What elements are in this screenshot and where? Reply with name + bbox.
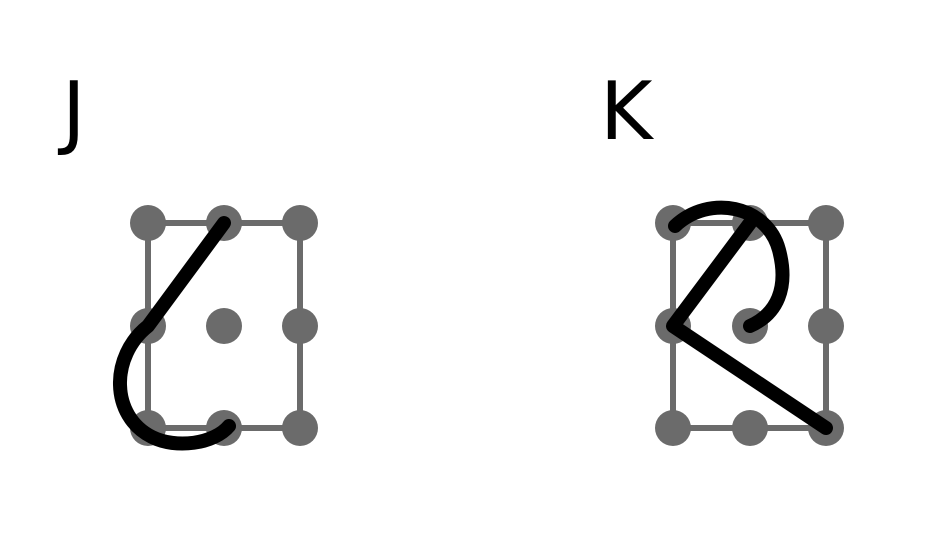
panel-label: K [600,65,653,158]
glyph-stroke-j [113,216,236,451]
grid-dot [732,410,768,446]
grid-dot [282,205,318,241]
grid-dot [130,205,166,241]
glyph-diagram-j [113,205,318,451]
glyph-stroke-k [666,200,833,435]
glyph-diagram-k [655,200,844,446]
grid-dot [808,205,844,241]
glyph-panel-k: K [464,0,928,537]
grid-dots [130,205,318,446]
grid-dot [282,308,318,344]
glyph-panel-j: J [0,0,464,537]
grid-dot [655,410,691,446]
grid-dot [282,410,318,446]
panel-label: J [62,65,86,158]
grid-dot [808,308,844,344]
grid-dot [206,308,242,344]
